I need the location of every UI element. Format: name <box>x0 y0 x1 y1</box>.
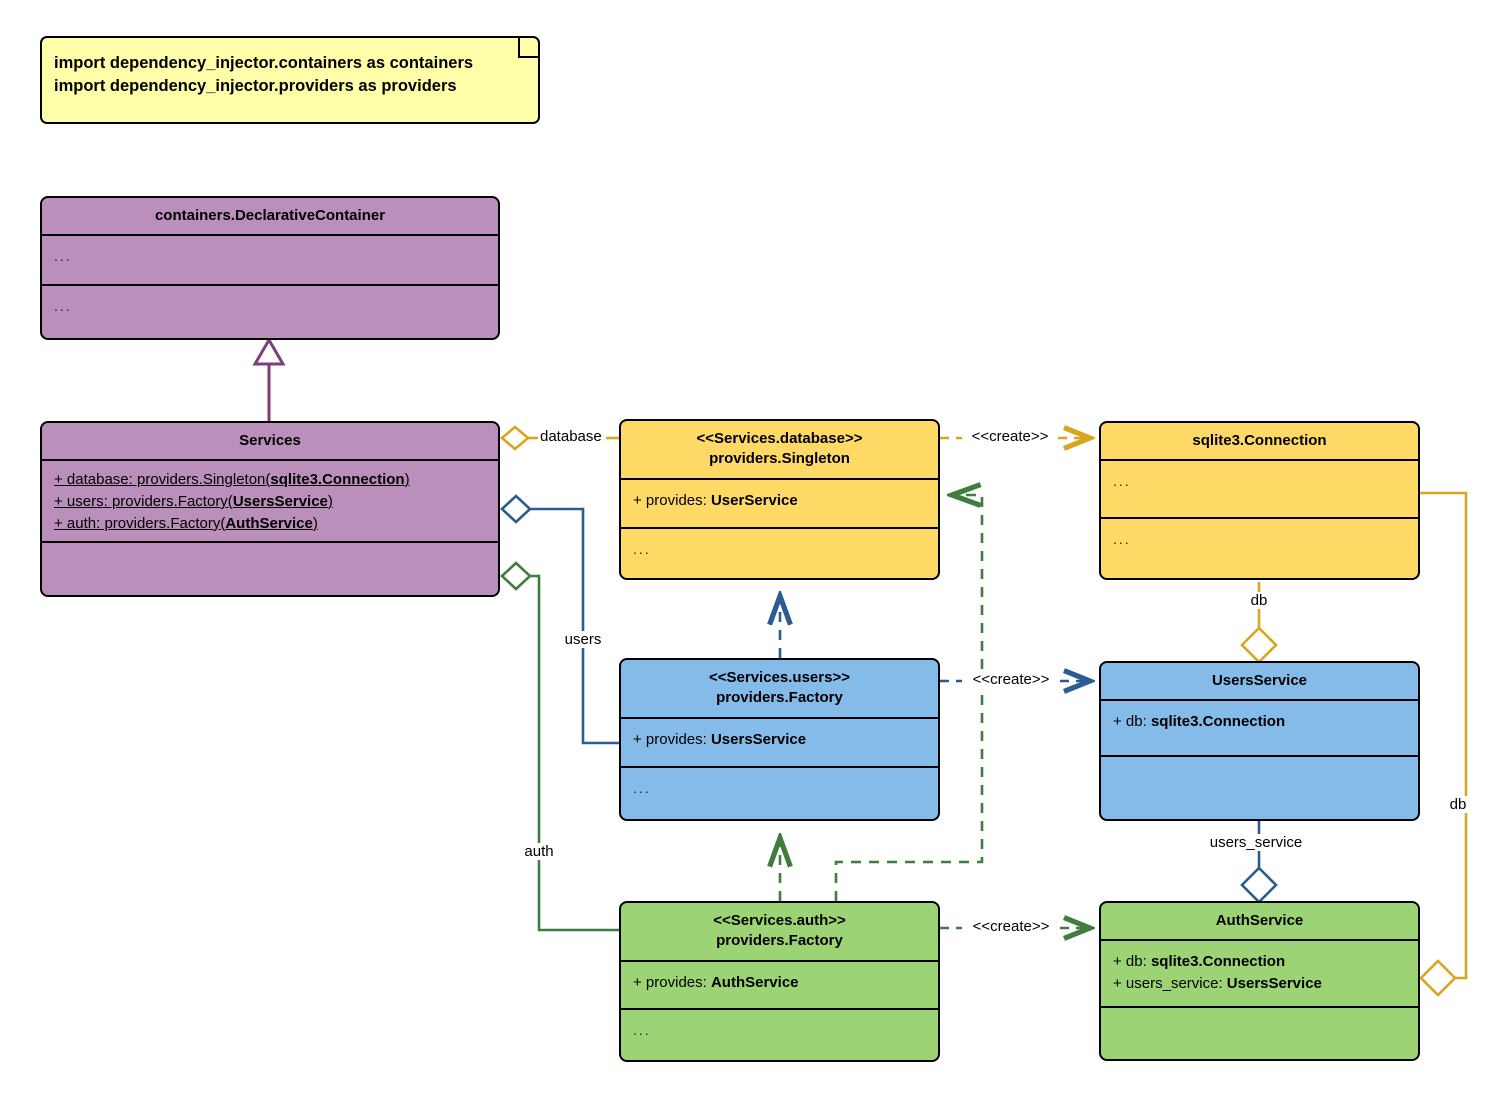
attribute-prefix: + provides: <box>633 491 711 509</box>
class-title-users-service: UsersService <box>1101 663 1418 702</box>
class-methods-services <box>42 543 498 583</box>
class-methods-users-service <box>1101 757 1418 817</box>
attribute-type: UserService <box>710 491 798 509</box>
edge-inheritance-services-to-declarativecontainer <box>252 337 286 421</box>
class-box-auth-service[interactable]: AuthService + db: sqlite3.Connection + u… <box>1099 901 1420 1061</box>
edge-label-users: users <box>562 631 604 648</box>
class-attributes-services: + database: providers.Singleton(sqlite3.… <box>42 461 498 544</box>
attribute-type: UsersService <box>710 730 807 748</box>
class-attributes-services-auth-provider: + provides: AuthService <box>621 962 938 1010</box>
edge-label-db-auth-service: db <box>1447 796 1469 813</box>
attribute-type: sqlite3.Connection <box>1150 713 1286 731</box>
class-methods-services-users-provider: ... <box>621 768 938 816</box>
attribute-prefix: + users_service: <box>1113 975 1227 992</box>
attribute-suffix: ) <box>404 471 410 489</box>
attribute-prefix: + users: providers.Factory( <box>54 493 233 510</box>
attribute-row: + db: sqlite3.Connection <box>1113 951 1406 973</box>
edge-label-create-database: <<create>> <box>969 428 1051 445</box>
attribute-prefix: + db: <box>1113 713 1151 731</box>
import-note: import dependency_injector.containers as… <box>40 36 540 124</box>
attributes-ellipsis: ... <box>54 248 72 265</box>
class-attributes-sqlite3-connection: ... <box>1101 461 1418 520</box>
edge-label-users-service: users_service <box>1207 834 1305 851</box>
attribute-prefix: + provides: <box>633 973 711 991</box>
provider-type-label: providers.Singleton <box>709 450 850 468</box>
edge-label-database: database <box>538 428 604 445</box>
methods-ellipsis: ... <box>54 298 72 315</box>
attribute-type: AuthService <box>710 973 799 991</box>
attribute-suffix: ) <box>312 514 318 532</box>
class-methods-services-database-provider: ... <box>621 529 938 575</box>
attribute-type: sqlite3.Connection <box>270 471 405 489</box>
class-title-declarative-container: containers.DeclarativeContainer <box>42 198 498 237</box>
methods-ellipsis: ... <box>633 540 651 557</box>
class-methods-sqlite3-connection: ... <box>1101 519 1418 577</box>
class-box-sqlite3-connection[interactable]: sqlite3.Connection ... ... <box>1099 421 1420 580</box>
attribute-prefix: + db: <box>1113 953 1151 971</box>
attribute-row: + users_service: UsersService <box>1113 973 1406 995</box>
edge-aggregation-users <box>500 494 619 745</box>
provider-type-label: providers.Factory <box>716 689 843 707</box>
edge-label-db-users-service: db <box>1248 592 1270 609</box>
note-text: import dependency_injector.containers as… <box>54 54 474 96</box>
class-box-services[interactable]: Services + database: providers.Singleton… <box>40 421 500 597</box>
class-methods-declarative-container: ... <box>42 286 498 336</box>
methods-ellipsis: ... <box>633 1021 651 1038</box>
edge-label-auth: auth <box>522 843 556 860</box>
attribute-prefix: + auth: providers.Factory( <box>54 514 226 532</box>
stereotype-label: <<Services.users>> <box>709 669 850 686</box>
methods-ellipsis: ... <box>1113 531 1131 548</box>
attribute-row: + db: sqlite3.Connection <box>1113 711 1406 733</box>
class-attributes-users-service: + db: sqlite3.Connection <box>1101 701 1418 758</box>
attribute-row: + auth: providers.Factory(AuthService) <box>54 513 486 535</box>
class-box-declarative-container[interactable]: containers.DeclarativeContainer ... ... <box>40 196 500 340</box>
note-fold-corner <box>518 38 538 58</box>
class-attributes-services-database-provider: + provides: UserService <box>621 480 938 529</box>
attribute-prefix: + provides: <box>633 730 711 748</box>
methods-ellipsis: ... <box>633 779 651 796</box>
attribute-type: UsersService <box>1226 975 1322 992</box>
class-methods-auth-service <box>1101 1008 1418 1056</box>
attribute-row: + database: providers.Singleton(sqlite3.… <box>54 469 486 491</box>
edge-aggregation-auth <box>500 561 619 932</box>
class-title-services-auth-provider: <<Services.auth>> providers.Factory <box>621 903 938 962</box>
class-box-services-auth-provider[interactable]: <<Services.auth>> providers.Factory + pr… <box>619 901 940 1062</box>
edge-label-create-auth: <<create>> <box>970 918 1052 935</box>
attribute-type: sqlite3.Connection <box>1150 953 1286 971</box>
stereotype-label: <<Services.database>> <box>696 430 863 447</box>
stereotype-label: <<Services.auth>> <box>713 912 846 929</box>
attribute-row: + users: providers.Factory(UsersService) <box>54 491 486 513</box>
attribute-type: AuthService <box>225 514 313 532</box>
attribute-type: UsersService <box>232 493 328 510</box>
attribute-prefix: + database: providers.Singleton( <box>54 471 271 489</box>
class-methods-services-auth-provider: ... <box>621 1010 938 1057</box>
class-attributes-declarative-container: ... <box>42 236 498 287</box>
class-title-services-database-provider: <<Services.database>> providers.Singleto… <box>621 421 938 480</box>
class-attributes-auth-service: + db: sqlite3.Connection + users_service… <box>1101 941 1418 1009</box>
class-box-services-database-provider[interactable]: <<Services.database>> providers.Singleto… <box>619 419 940 580</box>
class-title-services-users-provider: <<Services.users>> providers.Factory <box>621 660 938 719</box>
class-title-services: Services <box>42 423 498 462</box>
class-title-auth-service: AuthService <box>1101 903 1418 942</box>
edge-label-create-users: <<create>> <box>970 671 1052 688</box>
attributes-ellipsis: ... <box>1113 473 1131 490</box>
class-title-sqlite3-connection: sqlite3.Connection <box>1101 423 1418 462</box>
class-box-users-service[interactable]: UsersService + db: sqlite3.Connection <box>1099 661 1420 821</box>
edge-aggregation-db-authservice <box>1419 491 1468 997</box>
attribute-suffix: ) <box>327 493 333 510</box>
class-attributes-services-users-provider: + provides: UsersService <box>621 719 938 768</box>
class-box-services-users-provider[interactable]: <<Services.users>> providers.Factory + p… <box>619 658 940 821</box>
provider-type-label: providers.Factory <box>716 932 843 950</box>
